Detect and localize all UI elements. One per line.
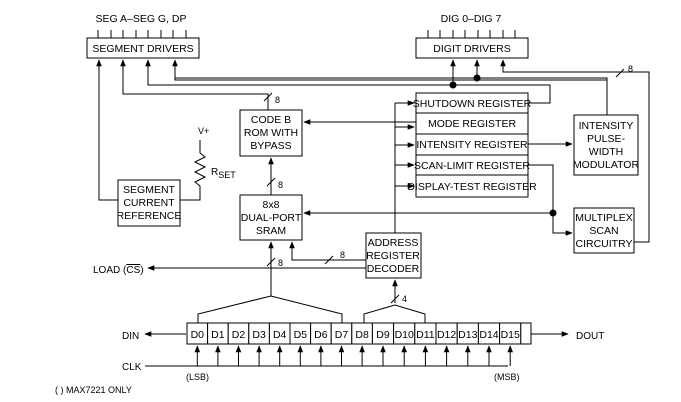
pwm-line1: INTENSITY <box>579 120 634 132</box>
addr-line3: DECODER <box>367 263 420 275</box>
shift-register-bit-label: D0 <box>191 329 205 341</box>
shift-register-bit-label: D1 <box>211 329 225 341</box>
shift-register-bit-label: D15 <box>501 329 520 341</box>
multiplex-scan-block: MULTIPLEX SCAN CIRCUITRY <box>573 207 635 254</box>
load-label: LOAD (CS) <box>93 265 144 276</box>
code-b-rom-block: CODE B ROM WITH BYPASS <box>239 109 303 157</box>
data-fan-d8-d11 <box>363 304 426 323</box>
shift-register-bit-label: D7 <box>335 329 349 341</box>
seg-current-ref-box <box>117 179 181 227</box>
wire-pwm-bus <box>175 77 608 117</box>
intensity-pwm-block: INTENSITY PULSE- WIDTH MODULATOR <box>573 114 640 176</box>
digit-drivers-block: DIG 0–DIG 7 DIGIT DRIVERS <box>415 13 529 59</box>
mux-line1: MULTIPLEX <box>575 212 633 224</box>
digit-drivers-box <box>415 37 529 59</box>
pwm-line3: WIDTH <box>589 146 623 158</box>
lsb-label: (LSB) <box>186 372 209 382</box>
rset-label: RSET <box>211 167 236 180</box>
sram-box <box>239 194 303 241</box>
addr-line1: ADDRESS <box>368 237 419 249</box>
dig-output-pins <box>427 30 516 38</box>
shift-register-bit-label: D8 <box>355 329 369 341</box>
bus-width-addr-sram: 8 <box>340 250 345 260</box>
wire-scan-to-digdrivers <box>500 59 650 243</box>
segment-drivers-label: SEGMENT DRIVERS <box>92 43 193 55</box>
wire-shutdown-out <box>453 84 551 104</box>
addr-line2: REGISTER <box>366 250 420 262</box>
shift-register-bit-label: D14 <box>479 329 498 341</box>
register-intensity: INTENSITY REGISTER <box>416 139 528 151</box>
control-registers: SHUTDOWN REGISTER MODE REGISTER INTENSIT… <box>407 92 537 198</box>
bus-width-sram-rom: 8 <box>278 180 283 190</box>
shift-register-bit-label: D3 <box>252 329 266 341</box>
vplus-label: V+ <box>198 126 209 136</box>
load-input: LOAD (CS) <box>93 265 366 276</box>
code-b-line2: ROM WITH <box>244 127 298 139</box>
shift-register-bit-label: D5 <box>294 329 308 341</box>
pwm-line2: PULSE- <box>587 133 625 145</box>
rset-resistor: V+ RSET <box>180 126 236 201</box>
segment-driver-inputs: 8 <box>96 59 608 201</box>
dig-pins-label: DIG 0–DIG 7 <box>441 13 502 25</box>
code-b-line1: CODE B <box>251 114 291 126</box>
seg-current-ref-block: SEGMENT CURRENT REFERENCE <box>117 179 182 227</box>
wire-shutdown-to-segdrivers <box>145 59 453 86</box>
dout-label: DOUT <box>576 331 604 342</box>
bus-mark-scan <box>615 68 625 78</box>
msb-label: (MSB) <box>494 372 520 382</box>
shift-register-end-cell <box>520 322 532 345</box>
register-scan-limit: SCAN-LIMIT REGISTER <box>414 160 530 172</box>
mux-line3: CIRCUITRY <box>576 238 633 250</box>
sram-line3: SRAM <box>256 225 286 237</box>
register-mode: MODE REGISTER <box>428 118 517 130</box>
wire-scanlimit-to-mux <box>528 164 573 236</box>
pwm-line4: MODULATOR <box>573 159 640 171</box>
clk-label: CLK <box>122 362 142 373</box>
sram-line1: 8x8 <box>263 199 280 211</box>
segment-drivers-block: SEG A–SEG G, DP SEGMENT DRIVERS <box>86 13 200 59</box>
address-decoder-block: ADDRESS REGISTER DECODER <box>365 232 422 279</box>
resistor-zigzag <box>193 152 207 187</box>
bus-width-din-sram: 8 <box>278 258 283 268</box>
seg-pins-label: SEG A–SEG G, DP <box>95 13 186 25</box>
serial-io: DIN DOUT CLK (LSB) (MSB) ( ) MAX7221 ONL… <box>55 331 604 395</box>
code-b-line3: BYPASS <box>250 140 291 152</box>
bus-width-addr-in: 4 <box>402 294 407 304</box>
register-shutdown: SHUTDOWN REGISTER <box>413 98 532 110</box>
bus-width-rom-seg: 8 <box>275 95 280 105</box>
shift-register-bit-label: D9 <box>376 329 390 341</box>
bus-width-scan: 8 <box>628 64 633 74</box>
wire-pwm-to-segdrivers <box>172 59 608 117</box>
shift-register-bit-label: D4 <box>273 329 287 341</box>
seg-output-pins <box>97 30 187 38</box>
data-fan-d0-d7 <box>197 295 343 323</box>
sram-line2: DUAL-PORT <box>241 212 302 224</box>
register-address-bus <box>394 100 415 233</box>
sram-block: 8x8 DUAL-PORT SRAM <box>239 194 303 241</box>
mux-line2: SCAN <box>589 225 618 237</box>
segment-drivers-box <box>86 37 200 59</box>
register-display-test: DISPLAY-TEST REGISTER <box>407 181 537 193</box>
segref-line1: SEGMENT <box>123 184 176 196</box>
din-label: DIN <box>122 331 139 342</box>
digit-drivers-label: DIGIT DRIVERS <box>433 43 510 55</box>
footnote: ( ) MAX7221 ONLY <box>55 385 132 395</box>
segref-line2: CURRENT <box>123 197 175 209</box>
shift-register-bit-label: D6 <box>314 329 328 341</box>
wire-segref-to-segdrivers <box>96 59 118 201</box>
digit-driver-inputs: 8 <box>175 59 650 243</box>
wire-addr-to-sram <box>289 241 366 261</box>
shift-register-bit-label: D13 <box>458 329 477 341</box>
shift-register-bit-label: D10 <box>395 329 414 341</box>
code-b-rom-box <box>239 109 303 157</box>
shift-register-bit-label: D12 <box>437 329 456 341</box>
segref-line3: REFERENCE <box>117 210 182 222</box>
shift-register-bit-label: D2 <box>232 329 246 341</box>
shift-register-bit-label: D11 <box>416 329 435 341</box>
